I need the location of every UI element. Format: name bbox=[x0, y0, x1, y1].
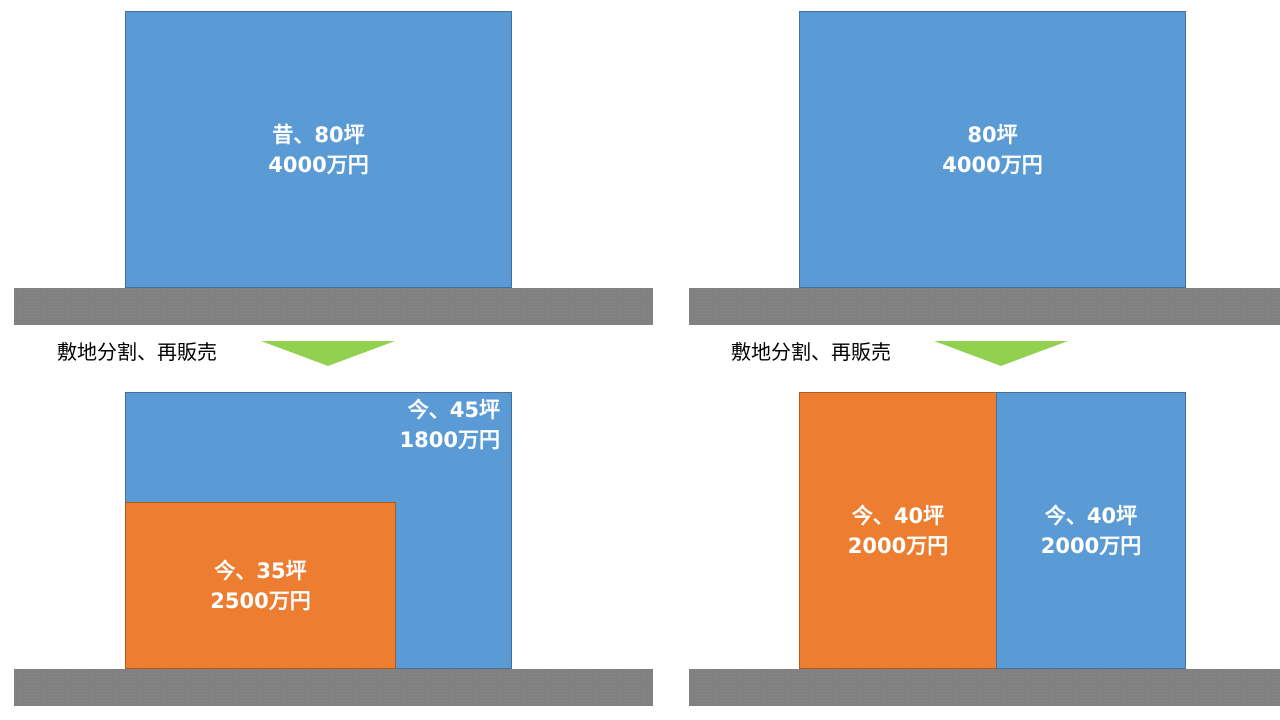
right-top-ground bbox=[689, 288, 1280, 325]
left-bottom-ground bbox=[14, 669, 653, 706]
left-before-price: 4000万円 bbox=[268, 152, 369, 177]
left-down-arrow bbox=[261, 341, 395, 366]
left-caption: 敷地分割、再販売 bbox=[57, 340, 217, 364]
left-top-ground bbox=[14, 288, 653, 325]
right-before-price: 4000万円 bbox=[942, 152, 1043, 177]
right-bottom-ground bbox=[689, 669, 1280, 706]
right-after-right-lot: 今、40坪 2000万円 bbox=[996, 392, 1186, 669]
right-after-right-area: 今、40坪 bbox=[1044, 503, 1138, 528]
right-after-left-price: 2000万円 bbox=[847, 533, 949, 558]
left-after-large-area: 今、45坪 bbox=[407, 398, 500, 422]
right-before-area: 80坪 bbox=[967, 122, 1018, 147]
right-down-arrow bbox=[934, 341, 1068, 366]
right-after-left-area: 今、40坪 bbox=[851, 503, 945, 528]
left-after-large-price: 1800万円 bbox=[399, 428, 500, 452]
right-after-left-lot: 今、40坪 2000万円 bbox=[799, 392, 997, 669]
right-before-lot: 80坪 4000万円 bbox=[799, 11, 1186, 288]
left-before-area: 昔、80坪 bbox=[272, 122, 365, 147]
left-after-small-lot: 今、35坪 2500万円 bbox=[125, 502, 396, 669]
left-before-lot: 昔、80坪 4000万円 bbox=[125, 11, 512, 288]
right-caption: 敷地分割、再販売 bbox=[731, 340, 891, 364]
left-after-small-price: 2500万円 bbox=[210, 588, 311, 613]
left-after-small-area: 今、35坪 bbox=[214, 558, 307, 583]
right-after-right-price: 2000万円 bbox=[1040, 533, 1142, 558]
left-after-large-label: 今、45坪 1800万円 bbox=[400, 395, 500, 455]
